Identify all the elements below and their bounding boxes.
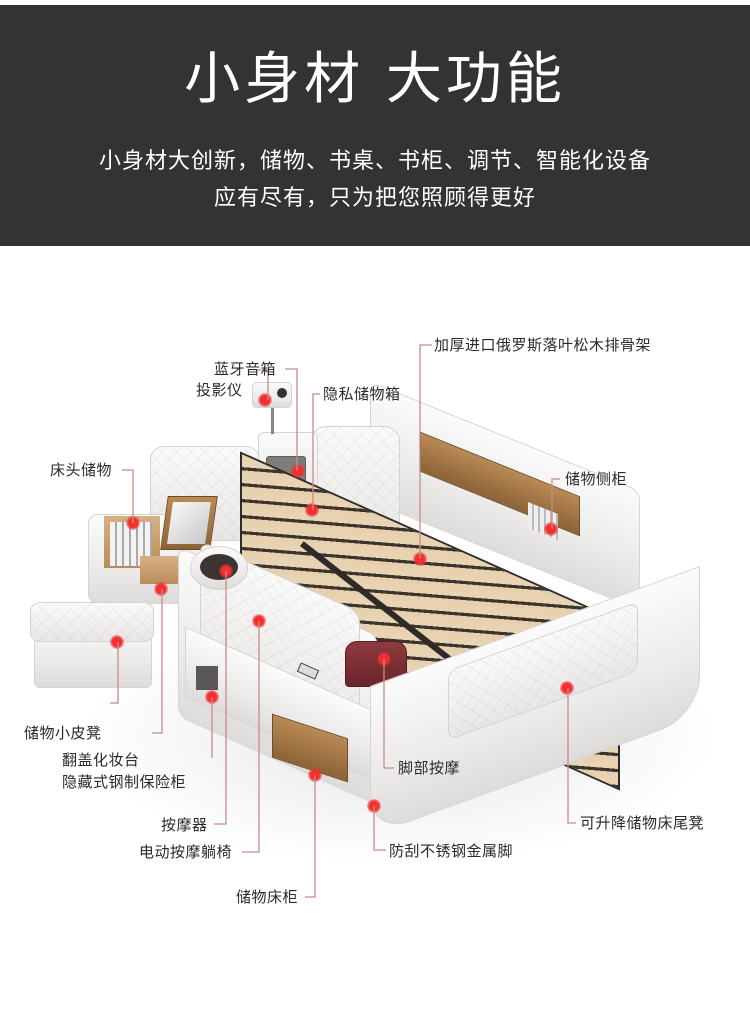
callout-private-storage-box: 隐私储物箱 (323, 385, 401, 403)
dot-side-cabinet (544, 522, 558, 536)
callout-stainless-steel-feet: 防刮不锈钢金属脚 (389, 842, 514, 860)
dot-vanity (154, 582, 168, 596)
callout-projector: 投影仪 (196, 381, 243, 399)
dot-bluetooth-speaker (291, 464, 305, 478)
dot-storage-stool (110, 635, 124, 649)
callout-hidden-steel-safe: 隐藏式钢制保险柜 (62, 773, 187, 791)
projector-stand (271, 404, 274, 434)
hidden-safe-panel (196, 666, 218, 690)
dot-private-storage (305, 503, 319, 517)
callout-side-storage-cabinet: 储物侧柜 (565, 470, 628, 488)
callout-storage-bed-drawer: 储物床柜 (236, 888, 299, 906)
callout-headboard-storage: 床头储物 (50, 461, 113, 479)
dot-slat-frame (413, 552, 427, 566)
dot-storage-drawer (308, 768, 322, 782)
dot-hidden-safe (205, 690, 219, 704)
callout-slat-frame: 加厚进口俄罗斯落叶松木排骨架 (434, 336, 652, 354)
dot-foot-massage (377, 652, 391, 666)
storage-stool-lid (30, 602, 154, 642)
callout-bluetooth-speaker: 蓝牙音箱 (214, 360, 277, 378)
callout-electric-massage-recliner: 电动按摩躺椅 (139, 843, 233, 861)
callout-massager: 按摩器 (161, 816, 208, 834)
banner-subtitle-line-1: 小身材大创新，储物、书桌、书柜、调节、智能化设备 (98, 149, 651, 174)
dot-massager (219, 564, 233, 578)
dot-recliner (252, 614, 266, 628)
banner-subtitle-line-2: 应有尽有，只为把您照顾得更好 (213, 186, 536, 211)
callout-storage-stool: 储物小皮凳 (24, 724, 102, 742)
callout-lift-storage-bench: 可升降储物床尾凳 (580, 814, 705, 832)
dot-steel-feet (367, 799, 381, 813)
dot-projector (258, 393, 272, 407)
vanity-mirror (167, 502, 211, 544)
projector-lens (277, 388, 287, 398)
dot-lift-bench (560, 681, 574, 695)
product-diagram: 加厚进口俄罗斯落叶松木排骨架 蓝牙音箱 投影仪 隐私储物箱 床头储物 储物侧柜 … (0, 246, 750, 1033)
header-banner: 小身材 大功能 小身材大创新，储物、书桌、书柜、调节、智能化设备 应有尽有，只为… (0, 5, 750, 246)
banner-title: 小身材 大功能 (184, 47, 566, 112)
dot-headboard-storage (126, 516, 140, 530)
callout-foot-massage: 脚部按摩 (398, 759, 461, 777)
callout-flip-vanity: 翻盖化妆台 (62, 751, 140, 769)
